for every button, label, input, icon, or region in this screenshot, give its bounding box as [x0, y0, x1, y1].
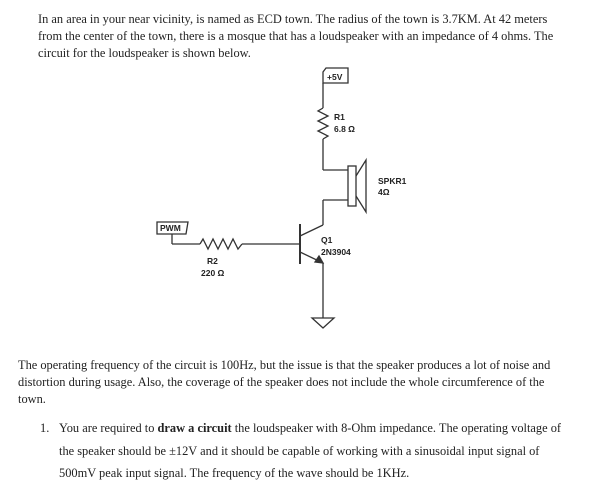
problem-paragraph: The operating frequency of the circuit i… — [18, 358, 551, 406]
supply-terminal-symbol — [322, 67, 349, 84]
speaker-name: SPKR1 — [378, 176, 407, 186]
task-text-before: You are required to — [59, 421, 158, 435]
task-text-bold: draw a circuit — [157, 421, 232, 435]
ground-symbol — [310, 317, 336, 329]
pwm-terminal-symbol — [156, 221, 189, 235]
q1-name: Q1 — [321, 235, 333, 245]
intro-paragraph: In an area in your near vicinity, is nam… — [38, 12, 554, 60]
q1-part: 2N3904 — [321, 247, 351, 257]
q1-transistor-symbol — [299, 224, 325, 264]
r1-resistor-symbol — [316, 107, 330, 140]
speaker-value: 4Ω — [378, 187, 390, 197]
task-item: 1. You are required to draw a circuit th… — [40, 417, 575, 485]
r1-value: 6.8 Ω — [334, 124, 355, 134]
r2-name: R2 — [207, 256, 218, 266]
r2-resistor-symbol — [199, 237, 243, 251]
task-text-after: the loudspeaker with 8-Ohm impedance. Th… — [59, 421, 562, 480]
supply-label: +5V — [327, 72, 343, 82]
speaker-symbol — [347, 157, 367, 215]
pwm-label: PWM — [160, 223, 181, 233]
task-text: You are required to draw a circuit the l… — [59, 417, 575, 485]
r2-value: 220 Ω — [201, 268, 225, 278]
r1-name: R1 — [334, 112, 345, 122]
task-number: 1. — [40, 421, 50, 435]
